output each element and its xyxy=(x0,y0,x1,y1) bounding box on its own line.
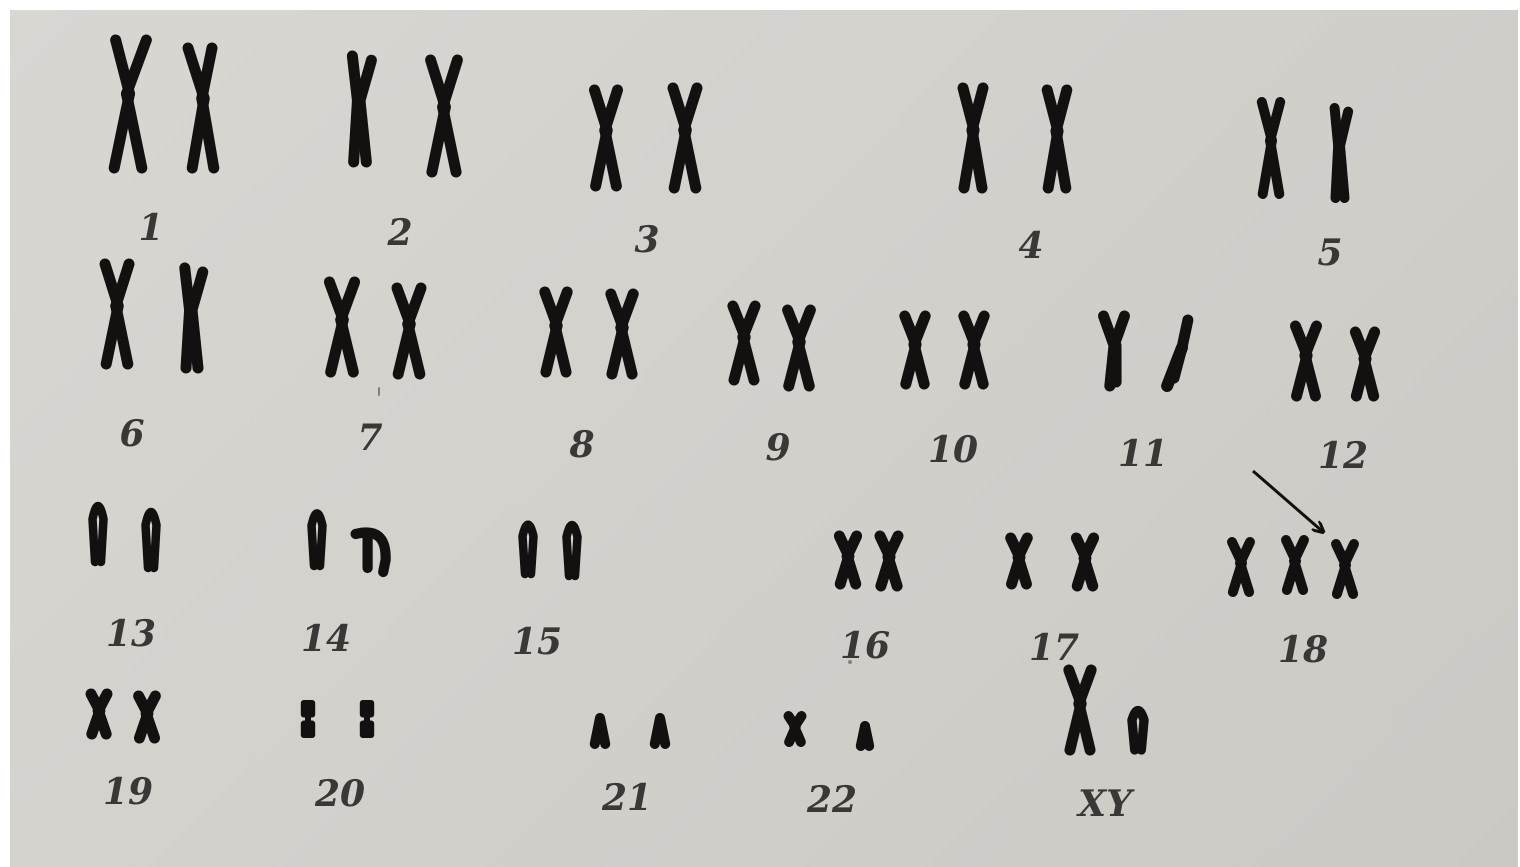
chromosome-label-12: 12 xyxy=(1318,438,1368,474)
chromosome-21-copy-2 xyxy=(655,718,666,744)
chromosome-16-copy-2 xyxy=(880,536,898,586)
chromosome-label-xy: XY xyxy=(1078,786,1132,822)
chromosome-label-15: 15 xyxy=(512,624,562,660)
chromosome-label-17: 17 xyxy=(1029,630,1079,666)
chromosome-12-copy-1 xyxy=(1296,326,1317,396)
chromosome-18-copy-2 xyxy=(1286,540,1304,590)
chromosome-2-copy-2 xyxy=(431,60,458,172)
chromosome-label-2: 2 xyxy=(387,215,412,251)
chromosome-14-copy-2 xyxy=(356,532,386,572)
chromosome-14-copy-1 xyxy=(312,513,323,566)
chromosome-label-16: 16 xyxy=(840,628,890,664)
chromosome-15-copy-1 xyxy=(523,525,534,574)
chromosome-label-19: 19 xyxy=(103,774,153,810)
chromosome-4-copy-2 xyxy=(1047,90,1067,188)
chromosome-10-copy-2 xyxy=(964,316,984,384)
chromosome-8-copy-1 xyxy=(545,292,567,372)
chromosome-label-8: 8 xyxy=(569,427,594,463)
chromosome-label-13: 13 xyxy=(106,616,156,652)
chromosome-7-copy-1 xyxy=(329,282,354,372)
chromosome-figure xyxy=(10,10,1518,867)
chromosome-7-copy-2 xyxy=(397,288,421,374)
chromosome-label-21: 21 xyxy=(602,780,652,816)
chromosome-18-copy-3 xyxy=(1336,544,1354,594)
chromosome-4-copy-1 xyxy=(963,88,983,188)
chromosome-2-copy-1 xyxy=(352,56,371,162)
chromosome-label-14: 14 xyxy=(301,621,351,657)
print-speck xyxy=(378,387,380,396)
chromosome-16-copy-1 xyxy=(839,536,856,584)
chromosome-19-copy-1 xyxy=(91,694,107,734)
chromosome-6-copy-1 xyxy=(105,264,129,364)
chromosome-label-20: 20 xyxy=(315,776,365,812)
chromosome-label-22: 22 xyxy=(807,782,857,818)
chromosome-21-copy-1 xyxy=(595,718,606,744)
chromosome-label-9: 9 xyxy=(765,430,790,466)
chromosome-3-copy-1 xyxy=(594,90,617,186)
arrow-indicator xyxy=(1253,471,1322,531)
print-speck xyxy=(848,660,852,664)
chromosome-8-copy-2 xyxy=(611,294,633,374)
chromosome-11-copy-1 xyxy=(1104,316,1125,386)
chromosome-17-copy-1 xyxy=(1011,538,1028,584)
chromosome-label-10: 10 xyxy=(928,432,978,468)
chromosome-label-3: 3 xyxy=(634,222,659,258)
chromosome-18-copy-1 xyxy=(1232,542,1250,592)
chromosome-9-copy-1 xyxy=(733,306,755,380)
chromosome-label-7: 7 xyxy=(357,420,382,456)
chromosome-label-1: 1 xyxy=(138,210,163,246)
chromosome-5-copy-2 xyxy=(1335,108,1349,198)
chromosome-11-copy-2 xyxy=(1167,320,1188,386)
chromosome-xy-copy-1 xyxy=(1069,670,1091,750)
chromosome-22-copy-1 xyxy=(789,716,802,742)
chromosome-22-copy-2 xyxy=(861,726,869,746)
chromosome-15-copy-2 xyxy=(567,525,578,576)
chromosome-1-copy-1 xyxy=(114,40,146,168)
chromosome-12-copy-2 xyxy=(1355,332,1374,396)
chromosome-6-copy-2 xyxy=(185,268,203,368)
chromosome-label-11: 11 xyxy=(1118,436,1168,472)
chromosome-19-copy-2 xyxy=(139,696,156,738)
chromosome-label-18: 18 xyxy=(1278,632,1328,668)
chromosome-1-copy-2 xyxy=(188,48,214,168)
chromosome-13-copy-2 xyxy=(146,512,157,568)
chromosome-label-5: 5 xyxy=(1317,235,1342,271)
chromosome-20-copy-1 xyxy=(301,700,315,738)
chromosome-label-4: 4 xyxy=(1018,228,1043,264)
chromosome-17-copy-2 xyxy=(1076,538,1093,586)
chromosome-13-copy-1 xyxy=(93,506,104,562)
chromosome-set xyxy=(91,40,1375,750)
chromosome-9-copy-2 xyxy=(788,310,811,386)
chromosome-xy-copy-2 xyxy=(1132,711,1144,750)
chromosome-10-copy-1 xyxy=(905,316,925,384)
chromosome-5-copy-1 xyxy=(1262,102,1280,194)
chromosome-label-6: 6 xyxy=(119,416,144,452)
chromosome-3-copy-2 xyxy=(673,88,697,188)
chromosome-20-copy-2 xyxy=(360,700,374,738)
